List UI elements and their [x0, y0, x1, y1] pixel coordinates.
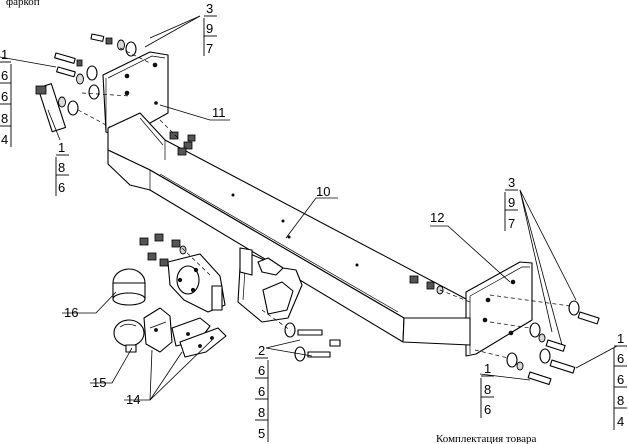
callout-label: 3: [508, 175, 515, 190]
callout-14: 14: [126, 392, 140, 407]
callout-label: 6: [617, 351, 624, 366]
beam-support: [239, 247, 253, 276]
caption-bottom: Комплектация товара: [436, 433, 536, 444]
callout-label: 4: [617, 414, 624, 429]
callout-label: 7: [206, 41, 213, 56]
fasteners-centre: [139, 233, 341, 362]
tow-ball-cover: [112, 268, 146, 306]
caption-top: фаркоп: [6, 0, 40, 8]
callout-3-top: 3 9 7: [203, 1, 217, 56]
beam-end-plate: [402, 317, 471, 346]
callout-label: 8: [258, 405, 265, 420]
callout-label: 8: [58, 160, 65, 175]
callout-label: 6: [258, 363, 265, 378]
callout-label: 4: [1, 132, 8, 147]
tow-ball: [113, 319, 145, 353]
callout-label: 1: [1, 47, 8, 62]
callout-16: 16: [64, 305, 78, 320]
callout-10: 10: [316, 184, 330, 199]
main-crossbeam: [107, 112, 471, 343]
callout-label: 6: [1, 68, 8, 83]
callout-label: 6: [258, 384, 265, 399]
ball-mount-holder: [167, 253, 226, 313]
callout-label: 1: [58, 140, 65, 155]
callout-1-right: 1 6 6 8 4: [613, 331, 627, 430]
callout-label: 1: [617, 331, 624, 346]
callout-1-bottom: 1 8 6: [480, 361, 494, 418]
callout-label: 9: [206, 21, 213, 36]
callout-label: 2: [258, 343, 265, 358]
callout-label: 6: [484, 402, 491, 417]
fasteners-left-top: [35, 33, 196, 156]
callout-11: 11: [212, 105, 226, 120]
callout-15: 15: [92, 375, 106, 390]
callout-label: 9: [508, 195, 515, 210]
callout-label: 6: [58, 180, 65, 195]
callout-label: 3: [206, 1, 213, 16]
right-bracket: [465, 261, 533, 357]
callout-label: 8: [484, 382, 491, 397]
callout-3-right: 3 9 7: [504, 175, 518, 231]
callout-2: 2 6 6 8 5: [255, 343, 269, 442]
ball-mount-plates: [143, 307, 227, 358]
hitch-mounting-plate: [237, 249, 303, 323]
callout-1-left: 1 6 6 8 4: [0, 47, 12, 147]
leader-lines: [0, 15, 618, 401]
callout-label: 6: [1, 89, 8, 104]
callout-12: 12: [430, 210, 444, 225]
callout-label: 1: [484, 361, 491, 376]
callout-label: 6: [617, 372, 624, 387]
callout-label: 5: [258, 426, 265, 441]
callout-label: 8: [1, 111, 8, 126]
callout-1-inner: 1 8 6: [55, 140, 69, 196]
callout-label: 8: [617, 393, 624, 408]
callout-label: 7: [508, 216, 515, 231]
left-bracket: [102, 51, 169, 139]
